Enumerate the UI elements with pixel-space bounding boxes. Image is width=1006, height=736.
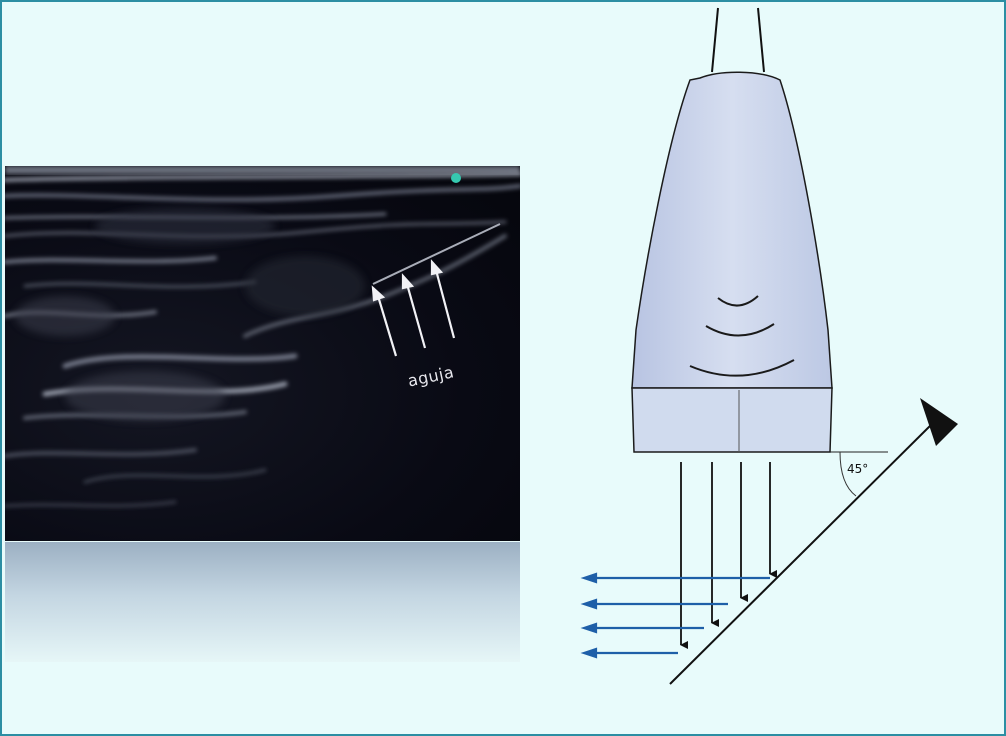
ultrasound-probe-icon [632, 8, 832, 452]
reflected-beams [584, 574, 770, 657]
angle-label: 45° [847, 462, 868, 476]
incident-beams [681, 462, 770, 645]
